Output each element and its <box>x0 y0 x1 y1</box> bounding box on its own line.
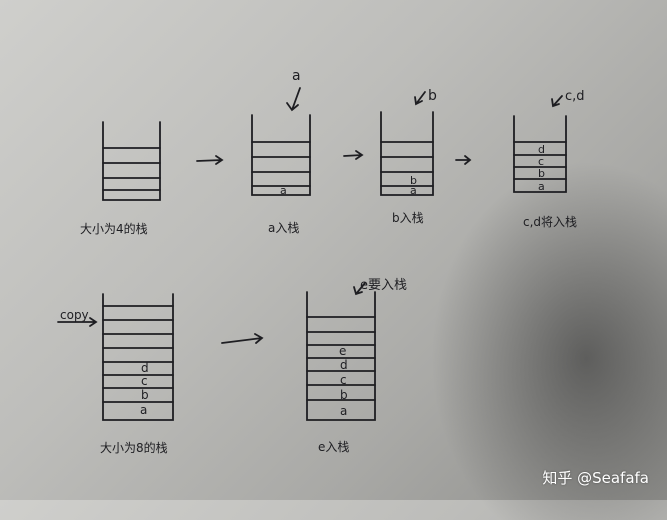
arrow-4 <box>221 333 264 344</box>
stack-4-item-a: a <box>538 180 545 193</box>
stack-1-caption: 大小为4的栈 <box>80 221 148 236</box>
stack-5-item-d: d <box>141 361 149 375</box>
stack-6-item-a: a <box>340 404 347 418</box>
stack-4-caption: c,d将入栈 <box>523 214 577 229</box>
stack-5-item-c: c <box>141 374 148 388</box>
stack-5: a b c d copy 大小为8的栈 <box>57 293 174 455</box>
stack-3-push-label: b <box>428 88 437 104</box>
stack-5-item-a: a <box>140 403 147 417</box>
stack-5-caption: 大小为8的栈 <box>100 440 168 455</box>
stack-6-item-e: e <box>339 344 346 358</box>
stack-5-copy-label: copy <box>60 308 89 322</box>
stack-4-item-d: d <box>538 143 545 156</box>
stack-1: 大小为4的栈 <box>80 121 161 236</box>
arrow-1 <box>196 155 224 165</box>
stack-6-item-b: b <box>340 388 348 402</box>
watermark: 知乎 @Seafafa <box>542 469 649 487</box>
stack-diagram: 大小为4的栈 a a a入栈 a b b b入栈 a b <box>57 68 585 455</box>
stack-3: a b b b入栈 <box>380 88 437 225</box>
stack-2-caption: a入栈 <box>268 220 299 235</box>
stack-4-item-c: c <box>538 155 544 168</box>
arrow-3 <box>455 155 472 165</box>
stack-2: a a a入栈 <box>251 68 311 235</box>
stack-3-item-b: b <box>410 174 417 187</box>
stack-2-item-a: a <box>280 184 287 197</box>
stack-6-push-label: e要入栈 <box>360 278 407 293</box>
stack-4-item-b: b <box>538 167 545 180</box>
stack-6-caption: e入栈 <box>318 439 349 454</box>
arrow-2 <box>343 150 364 160</box>
stack-6: a b c d e e要入栈 e入栈 <box>306 278 407 454</box>
stack-3-item-a: a <box>410 184 417 197</box>
stack-6-item-c: c <box>340 373 347 387</box>
stack-6-item-d: d <box>340 358 348 372</box>
stack-3-caption: b入栈 <box>392 210 424 225</box>
stack-2-push-label: a <box>292 68 301 84</box>
stack-4: a b c d c,d c,d将入栈 <box>513 89 585 229</box>
stack-4-push-label: c,d <box>565 89 585 104</box>
stack-5-item-b: b <box>141 388 149 402</box>
